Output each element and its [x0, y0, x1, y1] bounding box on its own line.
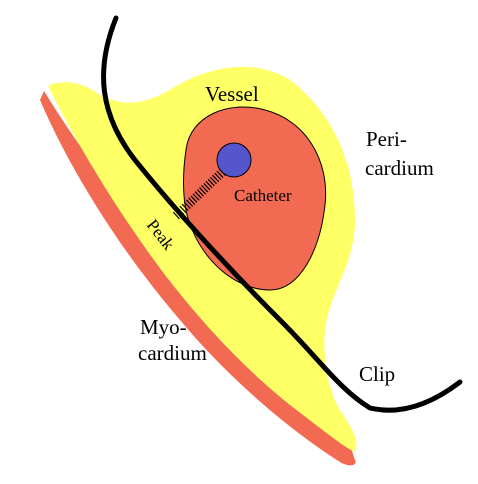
vessel-label: Vessel: [205, 82, 259, 106]
pericardium-label-line1: Peri-: [366, 127, 407, 151]
clip-label: Clip: [359, 362, 395, 386]
catheter-label: Catheter: [234, 186, 292, 205]
pericardium-label-line2: cardium: [365, 156, 434, 180]
clip-wire: [101, 15, 463, 413]
myocardium-label-line2: cardium: [138, 341, 207, 365]
myocardium-label-line1: Myo-: [140, 315, 187, 339]
catheter-tip: [216, 142, 252, 178]
